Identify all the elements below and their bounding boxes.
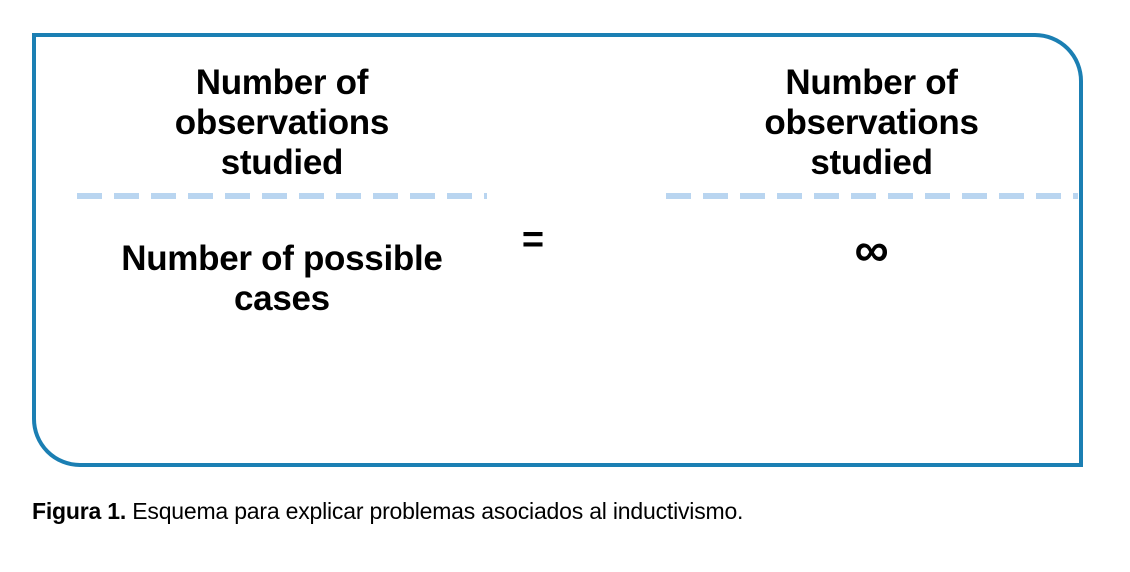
right-fraction-bar [665, 193, 1078, 199]
right-fraction-numerator: Number of observations studied [717, 33, 1027, 182]
figure-caption: Figura 1. Esquema para explicar problema… [32, 497, 1092, 526]
left-fraction-denominator: Number of possible cases [72, 199, 492, 319]
left-fraction-numerator: Number of observations studied [127, 33, 437, 182]
left-numerator-line-3: studied [220, 142, 344, 182]
figure-caption-label: Figura 1. [32, 498, 127, 524]
infinity-symbol: ∞ [854, 224, 889, 277]
left-numerator-line-1: Number of [195, 63, 369, 102]
figure-caption-text: Esquema para explicar problemas asociado… [126, 498, 744, 524]
left-denominator-line-1: Number of possible [121, 239, 443, 278]
right-numerator-line-1: Number of [785, 63, 958, 102]
figure-border-box [32, 33, 1083, 467]
left-fraction-bar [76, 193, 487, 199]
left-numerator-line-2: observations [174, 102, 390, 142]
right-numerator-line-3: studied [810, 142, 933, 182]
right-fraction: Number of observations studied ∞ [660, 33, 1083, 275]
right-fraction-denominator: ∞ [666, 199, 1078, 275]
left-denominator-line-2: cases [233, 278, 330, 318]
equals-operator: = [521, 219, 545, 261]
right-numerator-line-2: observations [764, 102, 979, 142]
left-fraction: Number of observations studied Number of… [56, 33, 508, 319]
equation-container: Number of observations studied Number of… [32, 33, 1083, 467]
